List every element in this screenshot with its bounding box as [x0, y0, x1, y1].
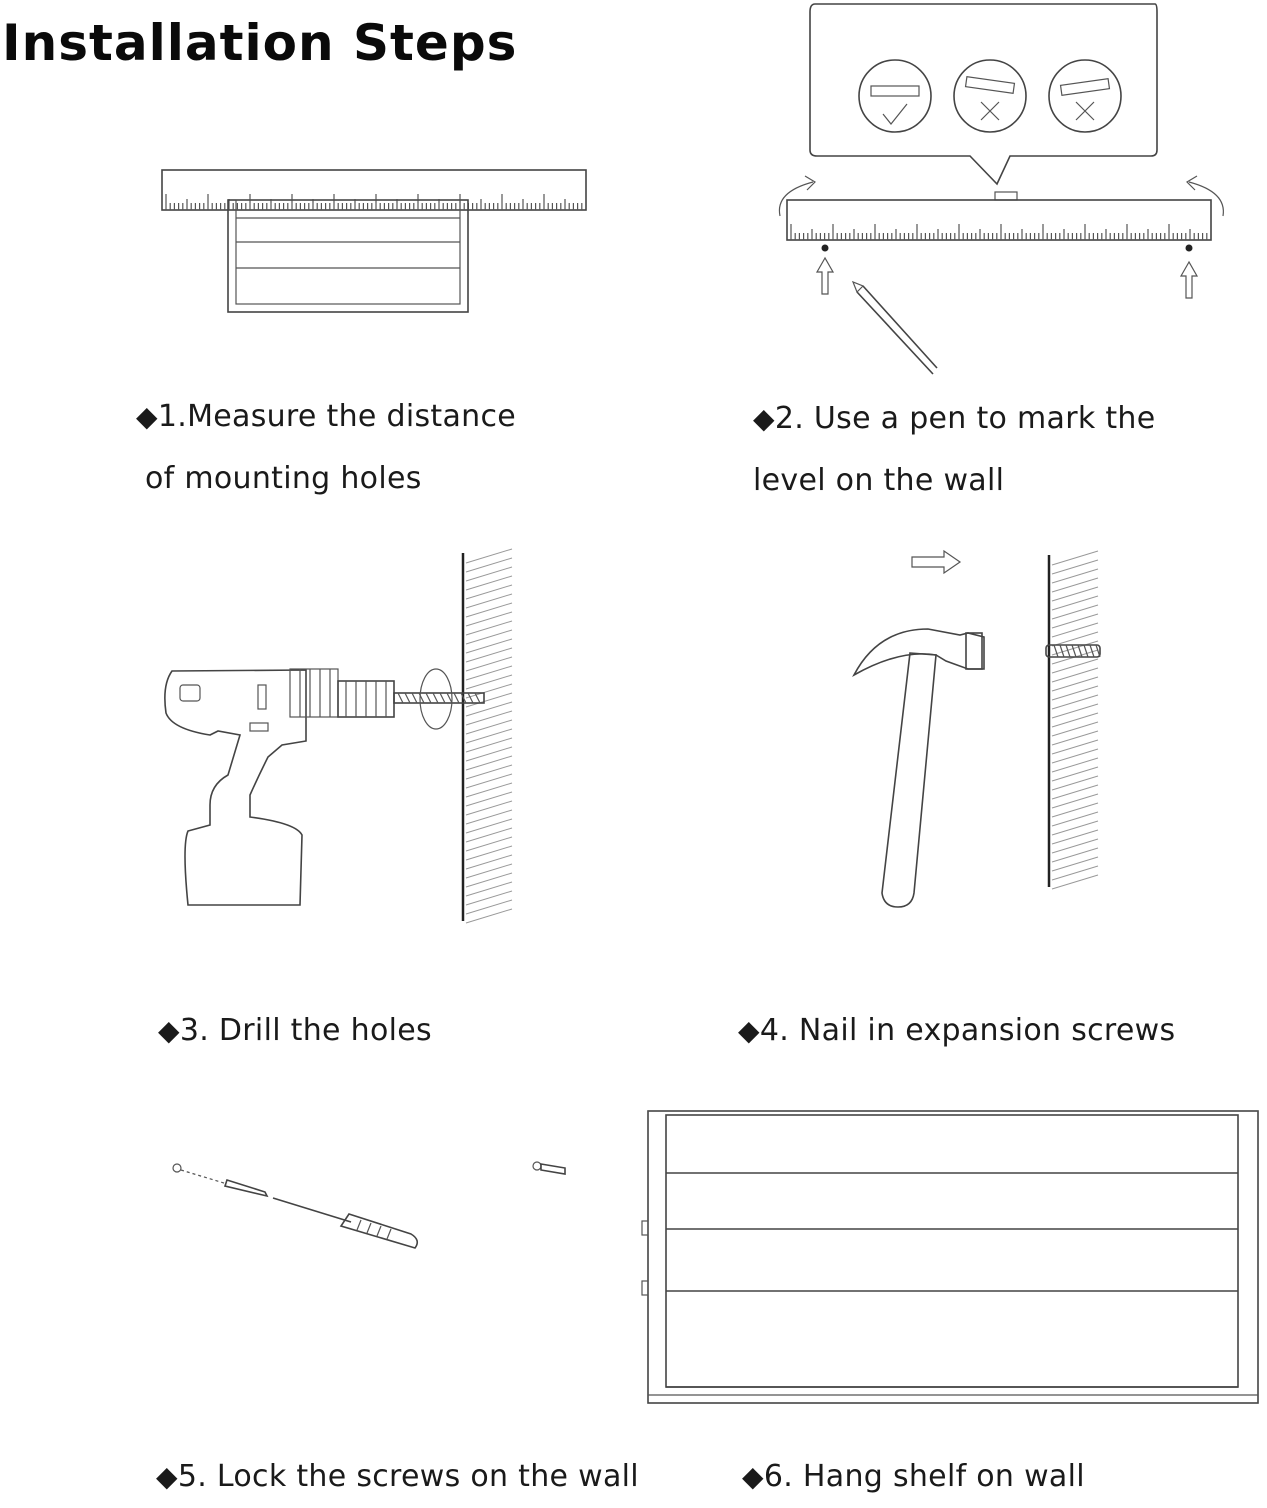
step-5-line-1: 5. Lock the screws on the wall — [177, 1459, 639, 1494]
bullet-icon: ◆ — [753, 402, 775, 435]
step-1-illustration — [161, 169, 587, 313]
mark-dot — [1185, 244, 1193, 252]
arrow-up-icon — [815, 256, 835, 295]
step-1-line-1: 1.Measure the distance — [157, 399, 516, 434]
step-3-caption: ◆3. Drill the holes — [158, 1000, 432, 1062]
ruler — [161, 169, 587, 211]
step-1-line-2: of mounting holes — [145, 461, 422, 496]
pen-icon — [851, 280, 938, 375]
level-wrong-icon-2 — [1048, 59, 1122, 133]
step-3-illustration — [164, 548, 513, 924]
step-6-illustration — [641, 1110, 1259, 1404]
step-1-caption: ◆1.Measure the distance of mounting hole… — [136, 386, 516, 510]
step-5-illustration — [172, 1161, 566, 1249]
bullet-icon: ◆ — [742, 1460, 764, 1493]
drill-bit-icon — [393, 668, 485, 730]
ruler — [786, 199, 1212, 241]
arrow-right-icon — [911, 549, 962, 575]
step-5-caption: ◆5. Lock the screws on the wall — [156, 1446, 639, 1508]
expansion-screw-icon — [1045, 644, 1101, 658]
bullet-icon: ◆ — [156, 1460, 178, 1493]
page-title: Installation Steps — [2, 14, 518, 72]
bullet-icon: ◆ — [136, 400, 158, 433]
hammer-icon — [852, 628, 985, 908]
step-4-line-1: 4. Nail in expansion screws — [759, 1013, 1176, 1048]
arrow-up-icon — [1179, 260, 1199, 299]
bullet-icon: ◆ — [738, 1014, 760, 1047]
screwdriver-icon — [272, 1197, 419, 1249]
step-6-caption: ◆6. Hang shelf on wall — [742, 1446, 1085, 1508]
speech-bubble — [809, 3, 1158, 186]
step-4-illustration — [852, 549, 1101, 908]
step-2-line-2: level on the wall — [753, 463, 1005, 498]
rotate-arrow-right — [1186, 175, 1224, 217]
spirit-level — [994, 191, 1018, 201]
step-2-illustration — [778, 3, 1224, 375]
mark-dot — [821, 244, 829, 252]
drill-icon — [164, 668, 395, 906]
screw-icon — [223, 1179, 269, 1198]
step-2-line-1: 2. Use a pen to mark the — [774, 401, 1156, 436]
shelf-frame — [227, 199, 469, 313]
step-3-line-1: 3. Drill the holes — [179, 1013, 432, 1048]
level-correct-icon — [858, 59, 932, 133]
bullet-icon: ◆ — [158, 1014, 180, 1047]
step-2-caption: ◆2. Use a pen to mark the level on the w… — [753, 388, 1156, 512]
step-4-caption: ◆4. Nail in expansion screws — [738, 1000, 1175, 1062]
screw-on-wall-icon — [532, 1161, 566, 1175]
level-wrong-icon — [953, 59, 1027, 133]
rotate-arrow-left — [778, 175, 816, 217]
shelf-frame — [647, 1110, 1259, 1404]
step-6-line-1: 6. Hang shelf on wall — [763, 1459, 1085, 1494]
